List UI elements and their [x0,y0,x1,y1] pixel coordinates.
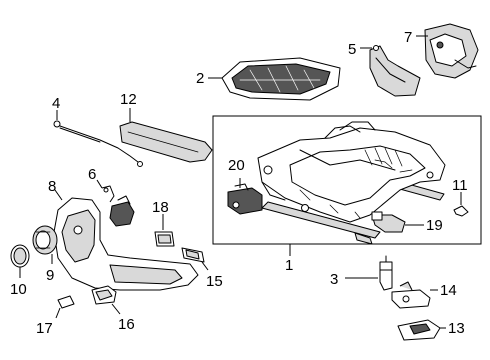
callout-10: 10 [10,281,27,298]
callout-12: 12 [120,91,137,108]
callout-16: 16 [118,316,135,333]
switch-part-16 [91,285,121,315]
callout-19: 19 [426,217,443,234]
knob-part-9 [32,225,58,264]
trim-part-12 [119,108,213,163]
cap-part-10 [10,244,30,278]
callout-5: 5 [348,41,356,58]
callout-14: 14 [440,282,457,299]
clip-part-17 [55,295,75,319]
seat-frame-assembly-box [212,115,482,245]
callout-20: 20 [228,157,245,174]
callout-7: 7 [404,29,412,46]
seat-frame-part [257,121,446,245]
callout-18: 18 [152,199,169,216]
motor-part-20 [227,178,263,215]
callout-2: 2 [196,70,204,87]
switch-bracket-part-6 [96,179,135,227]
callout-4: 4 [52,95,60,112]
bracket-part-13 [397,319,446,341]
side-shield-part-8 [53,189,199,291]
cover-part-7 [416,23,479,79]
callout-15: 15 [206,273,223,290]
callout-11: 11 [452,177,468,194]
connector-part-18 [154,214,175,247]
module-part-14 [391,281,438,309]
bracket-part-3 [345,255,393,291]
callout-13: 13 [448,320,465,337]
clip-part-11 [453,192,469,217]
cable-part-4 [53,110,143,167]
sensor-part-19 [371,211,424,233]
callout-6: 6 [88,166,96,183]
bracket-part-5 [360,45,421,97]
callout-9: 9 [46,267,54,284]
connector-part-15 [181,247,209,271]
callout-3: 3 [330,271,338,288]
cushion-part-2 [208,57,341,101]
callout-17: 17 [36,320,53,337]
callout-8: 8 [48,178,56,195]
callout-1: 1 [285,257,293,274]
